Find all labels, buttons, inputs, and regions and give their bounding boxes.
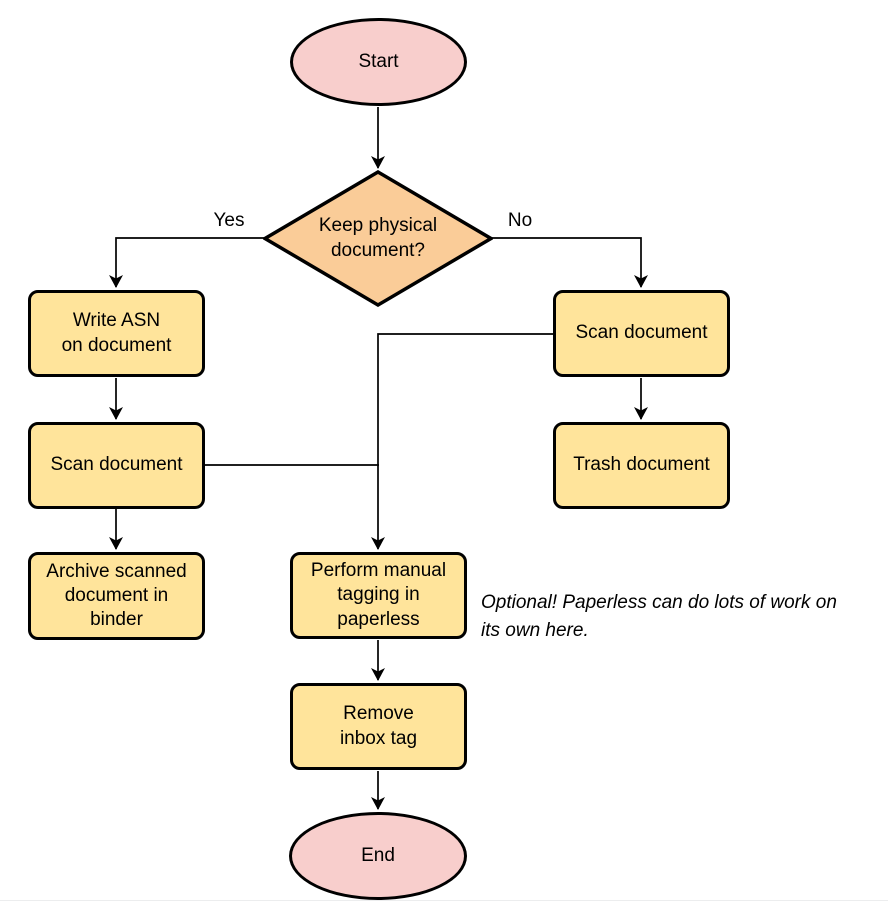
node-decision-keep-physical-document: Keep physical document?: [263, 170, 493, 307]
edge-label-yes: Yes: [211, 210, 247, 232]
node-scan-document-right: Scan document: [553, 290, 730, 377]
node-write-asn-on-document: Write ASN on document: [28, 290, 205, 377]
annotation-optional-note: Optional! Paperless can do lots of work …: [481, 592, 837, 641]
node-end: End: [289, 812, 467, 900]
decision-label: Keep physical document?: [318, 215, 438, 261]
node-start: Start: [290, 18, 467, 106]
edge-label-no: No: [505, 210, 535, 232]
diamond-shape: [263, 170, 493, 307]
node-archive-scanned-document: Archive scanned document in binder: [28, 552, 205, 640]
node-perform-manual-tagging: Perform manual tagging in paperless: [290, 552, 467, 639]
page-bottom-divider: [0, 900, 888, 901]
node-remove-inbox-tag: Remove inbox tag: [290, 683, 467, 770]
node-trash-document: Trash document: [553, 422, 730, 509]
node-scan-document-left: Scan document: [28, 422, 205, 509]
